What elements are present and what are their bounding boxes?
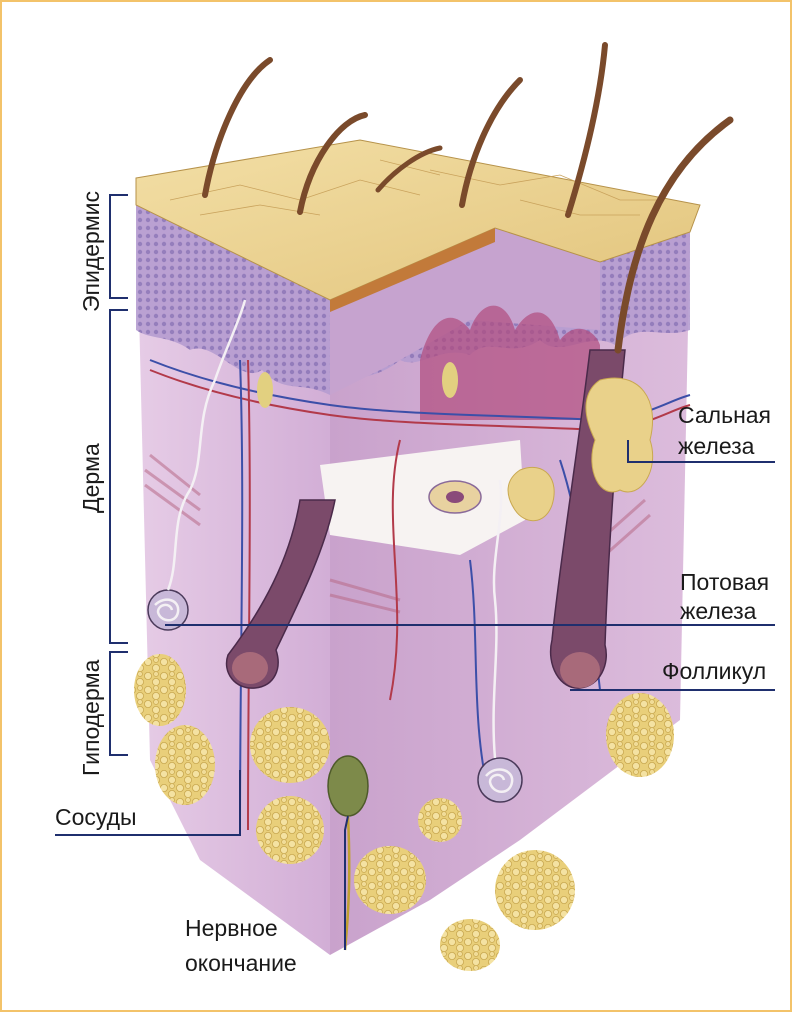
label-hypodermis: Гиподерма xyxy=(78,660,104,776)
sebaceous-gland-shape-3 xyxy=(257,372,273,408)
sebaceous-gland-shape-4 xyxy=(442,362,458,398)
label-dermis: Дерма xyxy=(78,443,104,513)
label-sweat-gland-line2: железа xyxy=(680,598,756,625)
label-sebaceous-line2: железа xyxy=(678,433,754,460)
label-follicle: Фолликул xyxy=(662,658,790,685)
epidermis-bracket xyxy=(110,195,128,298)
dermis-bracket xyxy=(110,310,128,643)
label-sweat-gland-line1: Потовая xyxy=(680,569,769,596)
label-nerve-ending-line1: Нервное xyxy=(185,915,278,942)
label-nerve-ending-line2: окончание xyxy=(185,950,297,977)
nerve-ending-shape xyxy=(328,756,368,816)
hypodermis-bracket xyxy=(110,652,128,755)
layer-brackets xyxy=(110,195,128,755)
label-sebaceous-line1: Сальная xyxy=(678,402,771,429)
cut-hair-section xyxy=(446,491,464,503)
label-vessels: Сосуды xyxy=(55,804,137,831)
sebaceous-gland-shape xyxy=(586,378,653,492)
label-epidermis: Эпидермис xyxy=(78,191,104,312)
